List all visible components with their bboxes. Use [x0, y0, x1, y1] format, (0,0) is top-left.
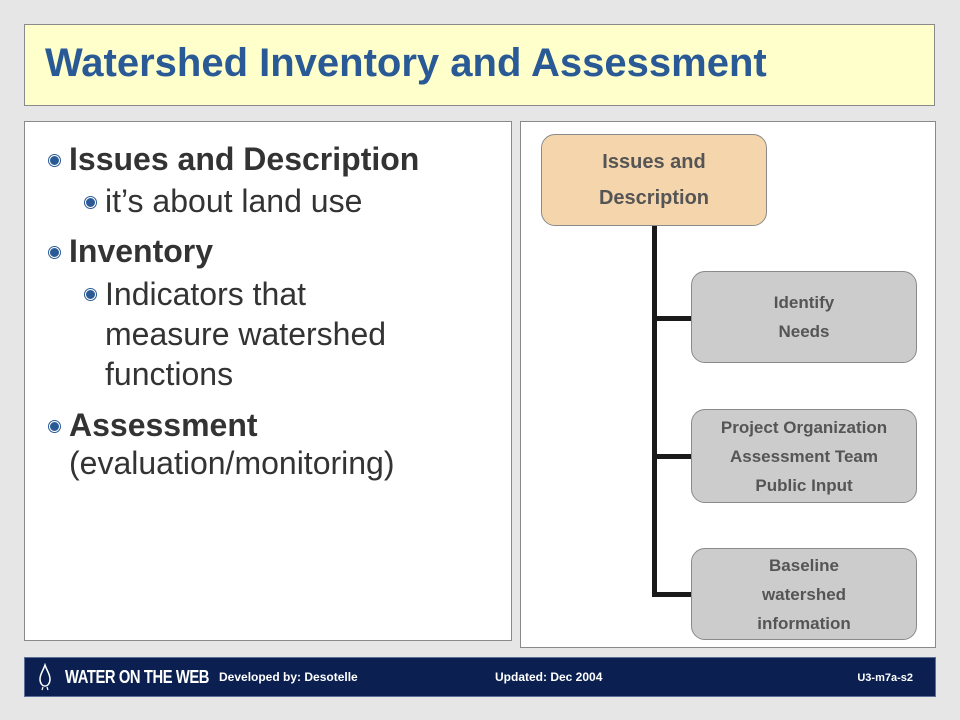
- bullet-item: Assessment (evaluation/monitoring): [45, 406, 489, 482]
- flow-connector-vertical: [652, 226, 657, 597]
- footer-slide-code: U3-m7a-s2: [857, 672, 913, 684]
- bullet-item: Issues and Description: [45, 140, 495, 178]
- flow-box-identify-needs: Identify Needs: [691, 271, 917, 363]
- flow-connector-branch: [652, 592, 692, 597]
- bullet-list: Issues and Description it’s about land u…: [45, 140, 495, 494]
- bullet-dot-icon: [85, 197, 96, 208]
- slide-title: Watershed Inventory and Assessment: [45, 41, 767, 85]
- footer-developed: Developed by: Desotelle: [219, 670, 358, 684]
- flowchart-panel: Issues and Description Identify Needs Pr…: [520, 121, 936, 648]
- sub-bullet-item: it’s about land use: [45, 182, 495, 220]
- flow-box-issues: Issues and Description: [541, 134, 767, 226]
- footer-bar: WATER ON THE WEB Developed by: Desotelle…: [24, 657, 936, 697]
- flow-connector-branch: [652, 316, 692, 321]
- flow-box-baseline: Baseline watershed information: [691, 548, 917, 640]
- footer-updated: Updated: Dec 2004: [495, 670, 603, 684]
- bullet-dot-icon: [85, 289, 96, 300]
- sub-bullet-item: Indicators that measure watershed functi…: [45, 274, 435, 394]
- footer-logo-text: WATER ON THE WEB: [65, 667, 210, 687]
- title-bar: Watershed Inventory and Assessment: [24, 24, 935, 106]
- bullet-item: Inventory: [45, 232, 495, 270]
- bullet-dot-icon: [49, 155, 60, 166]
- bullet-dot-icon: [49, 247, 60, 258]
- water-drop-icon: [39, 663, 51, 691]
- bullet-panel: Issues and Description it’s about land u…: [24, 121, 512, 641]
- flow-connector-branch: [652, 454, 692, 459]
- bullet-dot-icon: [49, 421, 60, 432]
- flow-box-project-organization: Project Organization Assessment Team Pub…: [691, 409, 917, 503]
